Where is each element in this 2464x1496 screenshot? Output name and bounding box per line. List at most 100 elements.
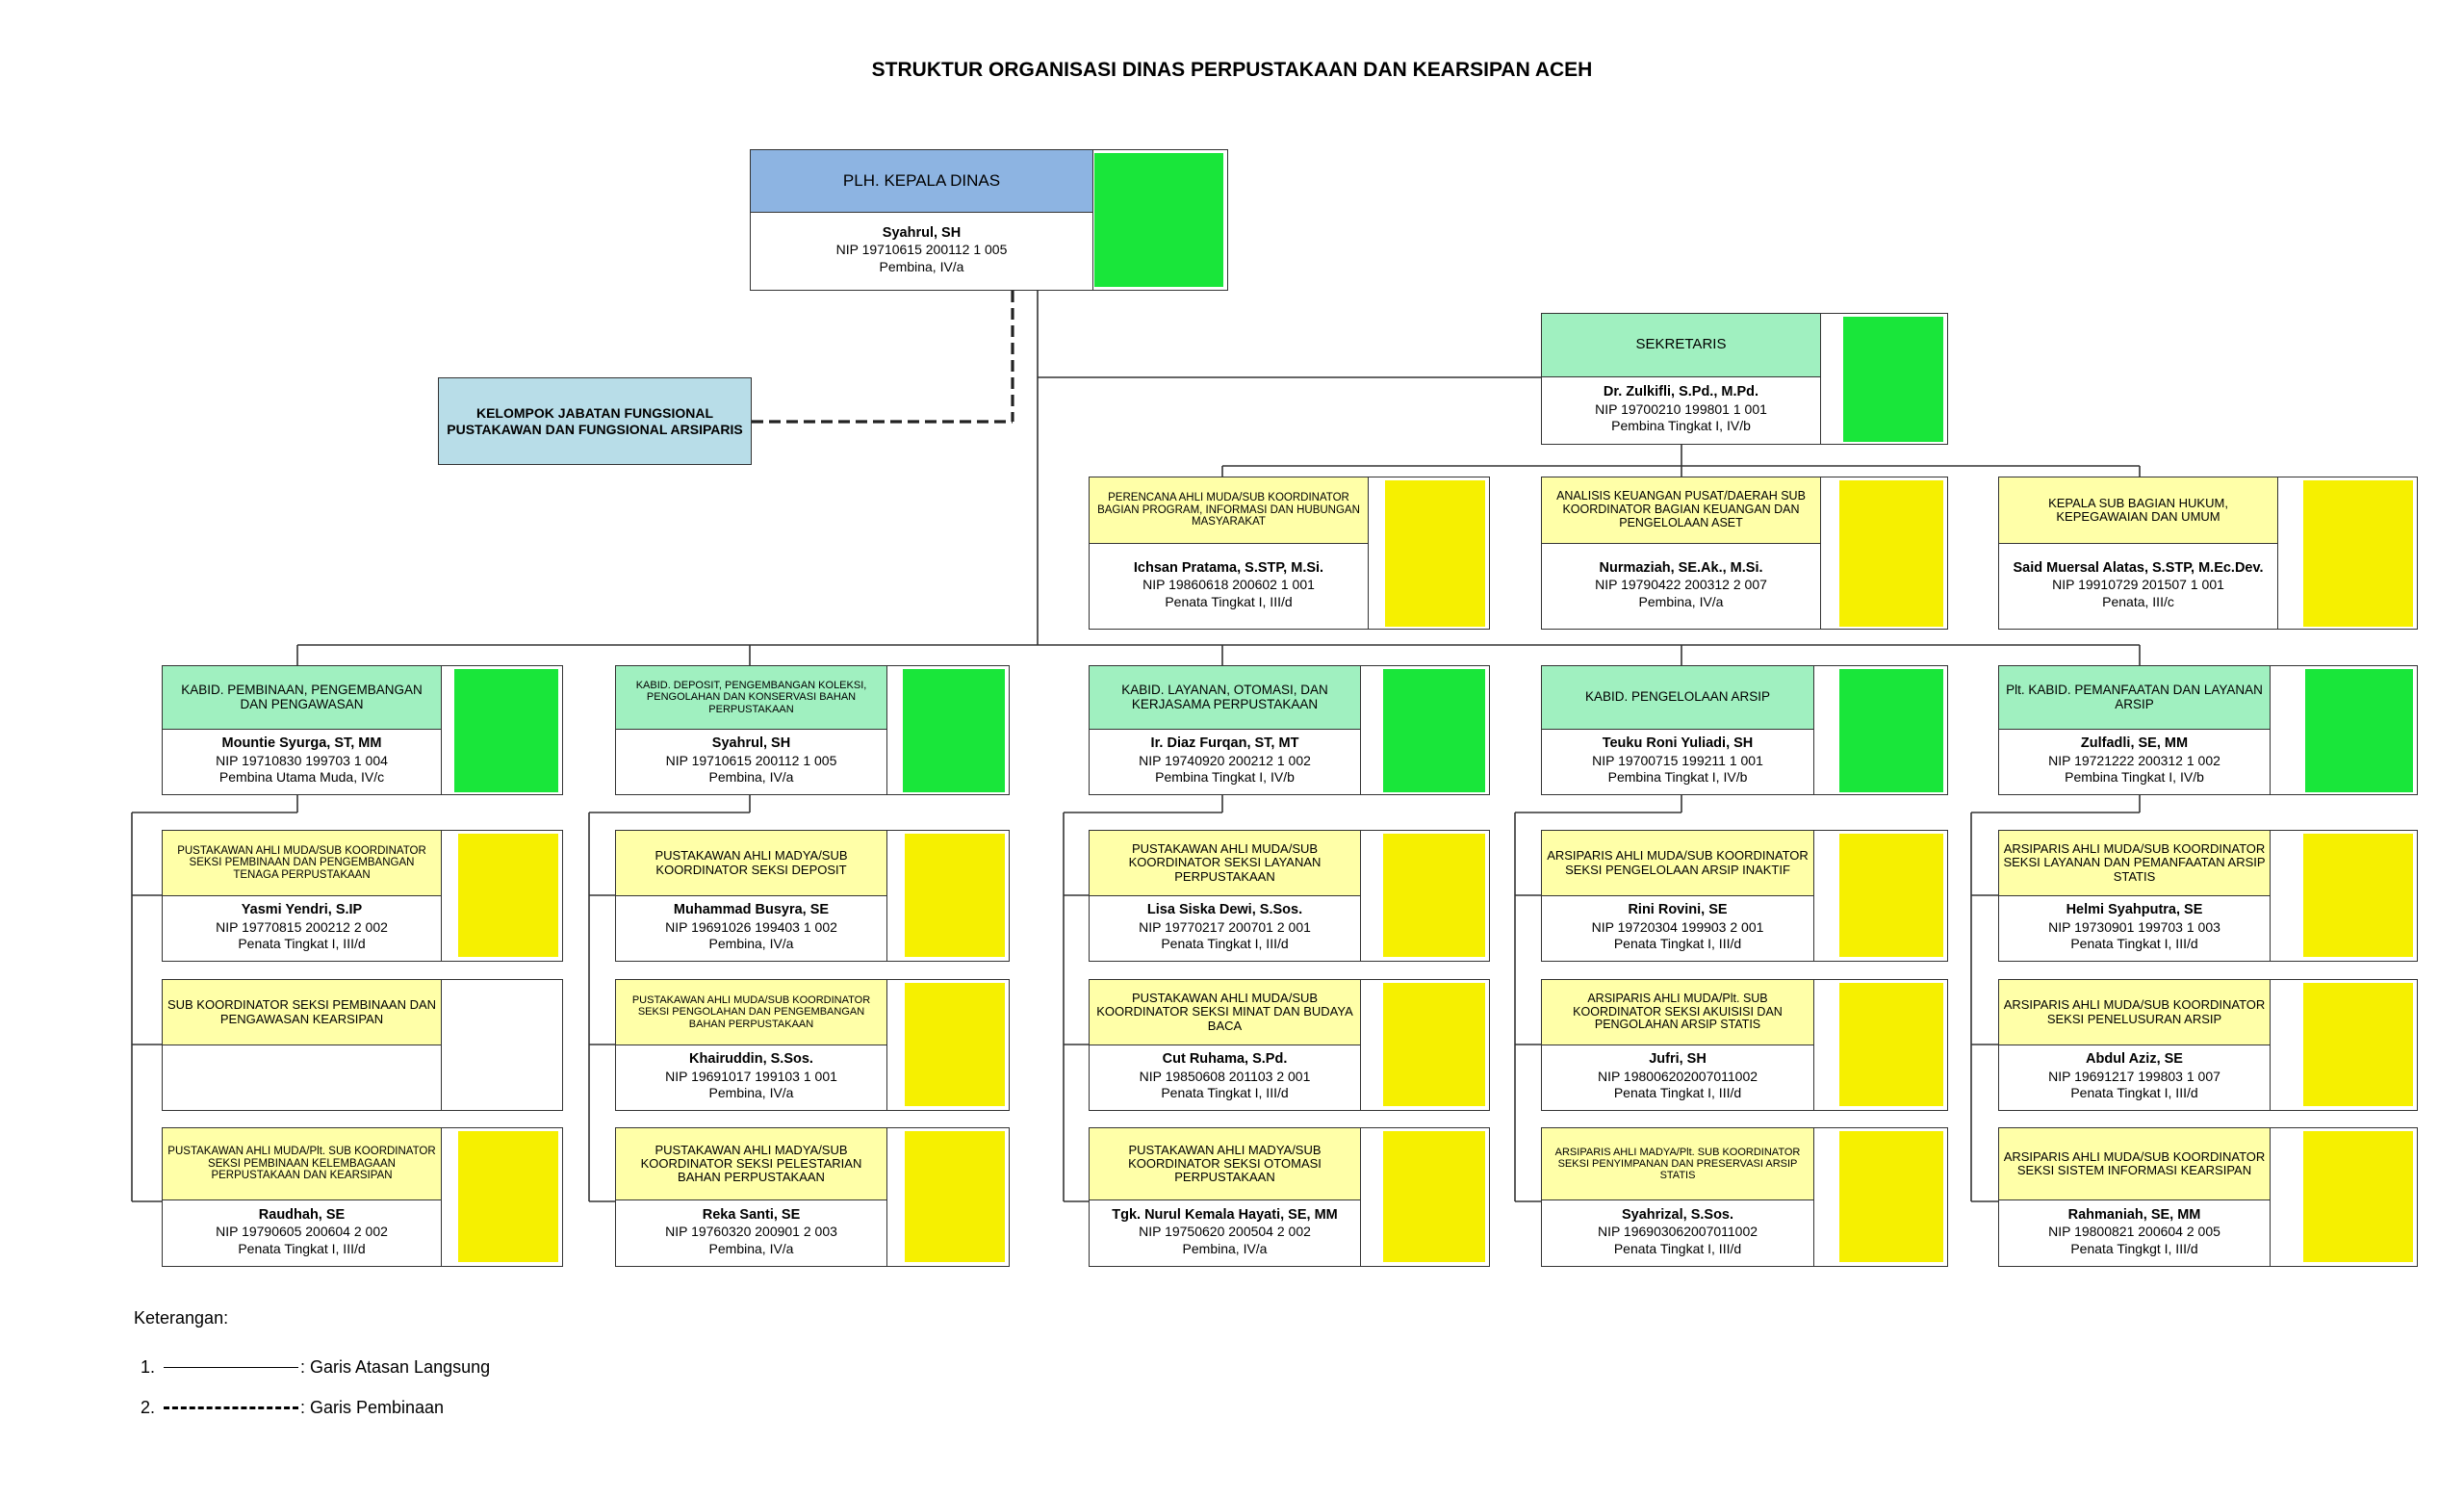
division-head-rank-3: Pembina Tingkat I, IV/b bbox=[1155, 769, 1295, 786]
sub-secretariat-title-2: ANALISIS KEUANGAN PUSAT/DAERAH SUB KOORD… bbox=[1542, 477, 1821, 544]
secretary-info: Dr. Zulkifli, S.Pd., M.Pd. NIP 19700210 … bbox=[1542, 375, 1821, 444]
staff-box-3-2: PUSTAKAWAN AHLI MUDA/SUB KOORDINATOR SEK… bbox=[1089, 979, 1490, 1111]
staff-info-5-2: Abdul Aziz, SE NIP 19691217 199803 1 007… bbox=[1999, 1044, 2271, 1110]
head-photo bbox=[1094, 153, 1223, 287]
sub-secretariat-rank-2: Pembina, IV/a bbox=[1638, 593, 1724, 609]
sub-secretariat-info-2: Nurmaziah, SE.Ak., M.Si. NIP 19790422 20… bbox=[1542, 542, 1821, 629]
division-head-photo-4 bbox=[1839, 669, 1943, 792]
division-head-photo-3 bbox=[1383, 669, 1485, 792]
staff-nip-2-3: NIP 19760320 200901 2 003 bbox=[665, 1224, 837, 1240]
staff-title-2-2: PUSTAKAWAN AHLI MUDA/SUB KOORDINATOR SEK… bbox=[616, 980, 887, 1045]
secretary-rank: Pembina Tingkat I, IV/b bbox=[1611, 418, 1751, 434]
division-head-info-1: Mountie Syurga, ST, MM NIP 19710830 1997… bbox=[163, 728, 442, 794]
sub-secretariat-nip-3: NIP 19910729 201507 1 001 bbox=[2052, 577, 2224, 593]
sub-secretariat-info-1: Ichsan Pratama, S.STP, M.Si. NIP 1986061… bbox=[1090, 542, 1369, 629]
staff-title-5-2: ARSIPARIS AHLI MUDA/SUB KOORDINATOR SEKS… bbox=[1999, 980, 2271, 1045]
staff-info-3-3: Tgk. Nurul Kemala Hayati, SE, MM NIP 197… bbox=[1090, 1199, 1361, 1266]
sub-secretariat-rank-1: Penata Tingkat I, III/d bbox=[1165, 593, 1293, 609]
staff-info-2-2: Khairuddin, S.Sos. NIP 19691017 199103 1… bbox=[616, 1044, 887, 1110]
sub-secretariat-title-1: PERENCANA AHLI MUDA/SUB KOORDINATOR BAGI… bbox=[1090, 477, 1369, 544]
division-head-name-5: Zulfadli, SE, MM bbox=[2080, 735, 2189, 752]
staff-photo-5-3 bbox=[2303, 1131, 2413, 1262]
sub-secretariat-name-1: Ichsan Pratama, S.STP, M.Si. bbox=[1133, 559, 1324, 576]
division-head-name-2: Syahrul, SH bbox=[711, 735, 791, 752]
staff-rank-1-3: Penata Tingkat I, III/d bbox=[238, 1240, 366, 1256]
staff-info-4-2: Jufri, SH NIP 198006202007011002 Penata … bbox=[1542, 1044, 1814, 1110]
staff-nip-2-1: NIP 19691026 199403 1 002 bbox=[665, 918, 837, 935]
staff-name-5-3: Rahmaniah, SE, MM bbox=[2067, 1206, 2201, 1223]
staff-info-1-2 bbox=[163, 1044, 442, 1110]
staff-box-2-3: PUSTAKAWAN AHLI MADYA/SUB KOORDINATOR SE… bbox=[615, 1127, 1010, 1267]
head-rank: Pembina, IV/a bbox=[879, 258, 964, 274]
staff-nip-3-1: NIP 19770217 200701 2 001 bbox=[1139, 918, 1311, 935]
staff-info-3-1: Lisa Siska Dewi, S.Sos. NIP 19770217 200… bbox=[1090, 894, 1361, 961]
staff-box-4-3: ARSIPARIS AHLI MADYA/Plt. SUB KOORDINATO… bbox=[1541, 1127, 1948, 1267]
staff-title-1-3: PUSTAKAWAN AHLI MUDA/Plt. SUB KOORDINATO… bbox=[163, 1128, 442, 1200]
staff-photo-2-2 bbox=[905, 983, 1005, 1106]
division-head-info-5: Zulfadli, SE, MM NIP 19721222 200312 1 0… bbox=[1999, 728, 2271, 794]
staff-photo-2-1 bbox=[905, 834, 1005, 957]
staff-name-3-1: Lisa Siska Dewi, S.Sos. bbox=[1146, 902, 1303, 918]
staff-photo-5-1 bbox=[2303, 834, 2413, 957]
division-head-name-3: Ir. Diaz Furqan, ST, MT bbox=[1150, 735, 1299, 752]
staff-rank-2-2: Pembina, IV/a bbox=[708, 1085, 794, 1101]
secretary-name: Dr. Zulkifli, S.Pd., M.Pd. bbox=[1603, 384, 1759, 400]
staff-title-3-2: PUSTAKAWAN AHLI MUDA/SUB KOORDINATOR SEK… bbox=[1090, 980, 1361, 1045]
staff-info-5-3: Rahmaniah, SE, MM NIP 19800821 200604 2 … bbox=[1999, 1199, 2271, 1266]
staff-title-4-1: ARSIPARIS AHLI MUDA/SUB KOORDINATOR SEKS… bbox=[1542, 831, 1814, 896]
head-nip: NIP 19710615 200112 1 005 bbox=[835, 242, 1008, 258]
legend-num-1: 1. bbox=[141, 1357, 156, 1377]
staff-photo-3-3 bbox=[1383, 1131, 1485, 1262]
division-head-title-5: Plt. KABID. PEMANFAATAN DAN LAYANAN ARSI… bbox=[1999, 666, 2271, 730]
sub-secretariat-box-1: PERENCANA AHLI MUDA/SUB KOORDINATOR BAGI… bbox=[1089, 477, 1490, 630]
staff-info-4-1: Rini Rovini, SE NIP 19720304 199903 2 00… bbox=[1542, 894, 1814, 961]
division-head-box-3: KABID. LAYANAN, OTOMASI, DAN KERJASAMA P… bbox=[1089, 665, 1490, 795]
sub-secretariat-name-2: Nurmaziah, SE.Ak., M.Si. bbox=[1599, 559, 1763, 576]
sub-secretariat-rank-3: Penata, III/c bbox=[2102, 593, 2174, 609]
staff-name-4-3: Syahrizal, S.Sos. bbox=[1621, 1206, 1734, 1223]
legend-label-2: : Garis Pembinaan bbox=[300, 1398, 445, 1417]
staff-photo-2-3 bbox=[905, 1131, 1005, 1262]
staff-name-3-3: Tgk. Nurul Kemala Hayati, SE, MM bbox=[1112, 1206, 1338, 1223]
sub-secretariat-photo-1 bbox=[1385, 480, 1485, 627]
staff-name-1-3: Raudhah, SE bbox=[258, 1206, 346, 1223]
division-head-photo-1 bbox=[454, 669, 558, 792]
secretary-title: SEKRETARIS bbox=[1542, 314, 1821, 377]
sub-secretariat-nip-2: NIP 19790422 200312 2 007 bbox=[1595, 577, 1767, 593]
staff-photo-3-1 bbox=[1383, 834, 1485, 957]
secretary-nip: NIP 19700210 199801 1 001 bbox=[1595, 400, 1767, 417]
staff-nip-5-1: NIP 19730901 199703 1 003 bbox=[2048, 918, 2220, 935]
staff-title-2-3: PUSTAKAWAN AHLI MADYA/SUB KOORDINATOR SE… bbox=[616, 1128, 887, 1200]
functional-group-line2: PUSTAKAWAN DAN FUNGSIONAL ARSIPARIS bbox=[447, 421, 743, 437]
sub-secretariat-photo-2 bbox=[1839, 480, 1943, 627]
division-head-info-4: Teuku Roni Yuliadi, SH NIP 19700715 1992… bbox=[1542, 728, 1814, 794]
legend-dashed-line bbox=[164, 1406, 298, 1409]
staff-name-3-2: Cut Ruhama, S.Pd. bbox=[1162, 1051, 1288, 1068]
staff-rank-5-1: Penata Tingkat I, III/d bbox=[2070, 936, 2198, 952]
legend-title: Keterangan: bbox=[134, 1308, 229, 1328]
staff-rank-2-3: Pembina, IV/a bbox=[708, 1240, 794, 1256]
staff-nip-3-3: NIP 19750620 200504 2 002 bbox=[1139, 1224, 1311, 1240]
functional-group-line1: KELOMPOK JABATAN FUNGSIONAL bbox=[475, 405, 714, 422]
staff-photo-4-1 bbox=[1839, 834, 1943, 957]
sub-secretariat-box-3: KEPALA SUB BAGIAN HUKUM, KEPEGAWAIAN DAN… bbox=[1998, 477, 2418, 630]
staff-name-4-1: Rini Rovini, SE bbox=[1628, 902, 1728, 918]
legend-num-2: 2. bbox=[141, 1398, 156, 1417]
legend-item-solid: 1. : Garis Atasan Langsung bbox=[141, 1357, 490, 1378]
staff-rank-5-2: Penata Tingkat I, III/d bbox=[2070, 1085, 2198, 1101]
staff-nip-4-2: NIP 198006202007011002 bbox=[1597, 1068, 1758, 1084]
staff-rank-2-1: Pembina, IV/a bbox=[708, 936, 794, 952]
staff-box-1-1: PUSTAKAWAN AHLI MUDA/SUB KOORDINATOR SEK… bbox=[162, 830, 563, 962]
staff-info-1-1: Yasmi Yendri, S.IP NIP 19770815 200212 2… bbox=[163, 894, 442, 961]
staff-name-2-3: Reka Santi, SE bbox=[702, 1206, 801, 1223]
staff-box-4-1: ARSIPARIS AHLI MUDA/SUB KOORDINATOR SEKS… bbox=[1541, 830, 1948, 962]
staff-rank-4-1: Penata Tingkat I, III/d bbox=[1613, 936, 1742, 952]
division-head-rank-1: Pembina Utama Muda, IV/c bbox=[218, 769, 385, 786]
sub-secretariat-photo-3 bbox=[2303, 480, 2413, 627]
staff-rank-3-2: Penata Tingkat I, III/d bbox=[1161, 1085, 1289, 1101]
staff-nip-1-3: NIP 19790605 200604 2 002 bbox=[216, 1224, 388, 1240]
staff-title-3-1: PUSTAKAWAN AHLI MUDA/SUB KOORDINATOR SEK… bbox=[1090, 831, 1361, 896]
division-head-title-4: KABID. PENGELOLAAN ARSIP bbox=[1542, 666, 1814, 730]
division-head-photo-5 bbox=[2305, 669, 2413, 792]
